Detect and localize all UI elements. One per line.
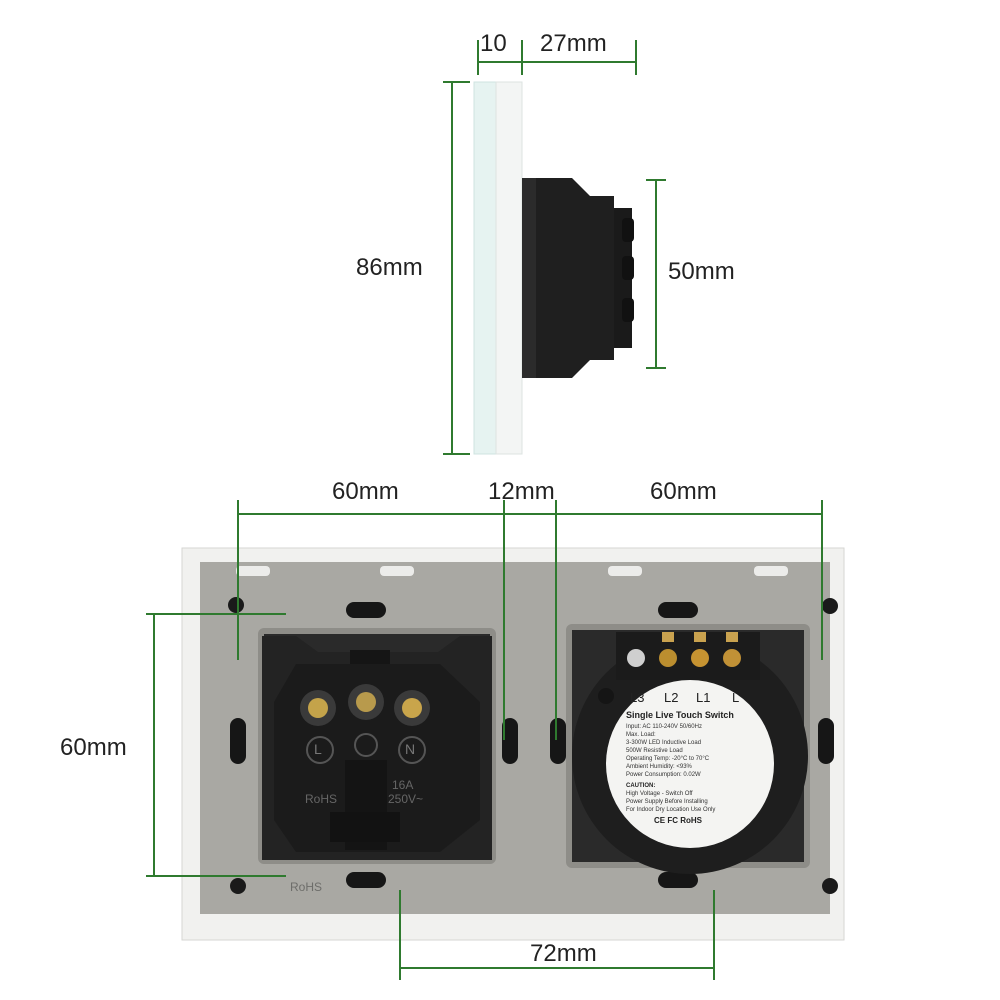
glass-panel xyxy=(473,81,497,455)
socket-certs: RoHS xyxy=(305,792,338,806)
mounting-holes xyxy=(228,597,838,894)
socket-module xyxy=(258,628,496,864)
module-screw xyxy=(622,298,634,322)
side-view xyxy=(443,40,666,455)
plate-marking: RoHS xyxy=(290,880,323,894)
module-screw xyxy=(622,256,634,280)
right-width-label: 60mm xyxy=(650,478,717,505)
socket-terminal-l: L xyxy=(314,741,322,757)
terminal-l1: L1 xyxy=(696,690,711,705)
sticker-caution-title: CAUTION: xyxy=(626,783,656,789)
switch-module xyxy=(566,624,810,874)
side-dimension-lines xyxy=(443,40,666,455)
frame-slots xyxy=(236,566,788,576)
back-height-label: 60mm xyxy=(60,734,127,761)
gap-width-label: 12mm xyxy=(488,478,555,505)
module-depth-label: 27mm xyxy=(540,30,607,57)
sticker-title: Single Live Touch Switch xyxy=(626,710,734,720)
sticker-line: 500W Resistive Load xyxy=(626,748,683,754)
socket-terminal-n: N xyxy=(405,741,416,757)
module-height-label: 50mm xyxy=(668,258,735,285)
plate-edge xyxy=(495,81,523,455)
glass-thickness-label: 10 xyxy=(480,30,507,57)
socket-rating-current: 16A xyxy=(392,778,414,792)
module-body xyxy=(522,178,614,378)
sticker-certs: CE FC RoHS xyxy=(654,816,702,825)
screw-slots xyxy=(230,602,834,888)
socket-rating-voltage: 250V~ xyxy=(388,792,424,806)
terminal-l2: L2 xyxy=(664,690,679,705)
sticker-caution-line: For Indoor Dry Location Use Only xyxy=(626,807,716,813)
module-screw xyxy=(622,218,634,242)
back-dimension-lines xyxy=(146,500,823,980)
sticker-caution-line: Power Supply Before Installing xyxy=(626,799,708,805)
switch-sticker xyxy=(606,680,774,848)
plate-height-label: 86mm xyxy=(356,254,423,281)
sticker-line: Input: AC 110-240V 50/60Hz xyxy=(626,724,702,730)
terminal-l: L xyxy=(732,690,740,705)
terminal-l3: L3 xyxy=(630,690,645,705)
left-width-label: 60mm xyxy=(332,478,399,505)
sticker-line: Operating Temp: -20°C to 70°C xyxy=(626,756,710,762)
switch-sticker-text: Single Live Touch Switch Input: AC 110-2… xyxy=(626,710,756,826)
sticker-line: Max. Load: xyxy=(626,732,656,738)
back-view xyxy=(146,500,845,980)
center-distance-label: 72mm xyxy=(530,940,597,967)
sticker-line: Power Consumption: 0.02W xyxy=(626,772,701,778)
sticker-line: Ambient Humidity: <93% xyxy=(626,764,692,770)
sticker-caution-line: High Voltage - Switch Off xyxy=(626,791,693,797)
module-flange xyxy=(522,178,536,378)
sticker-line: 3-300W LED Inductive Load xyxy=(626,740,702,746)
